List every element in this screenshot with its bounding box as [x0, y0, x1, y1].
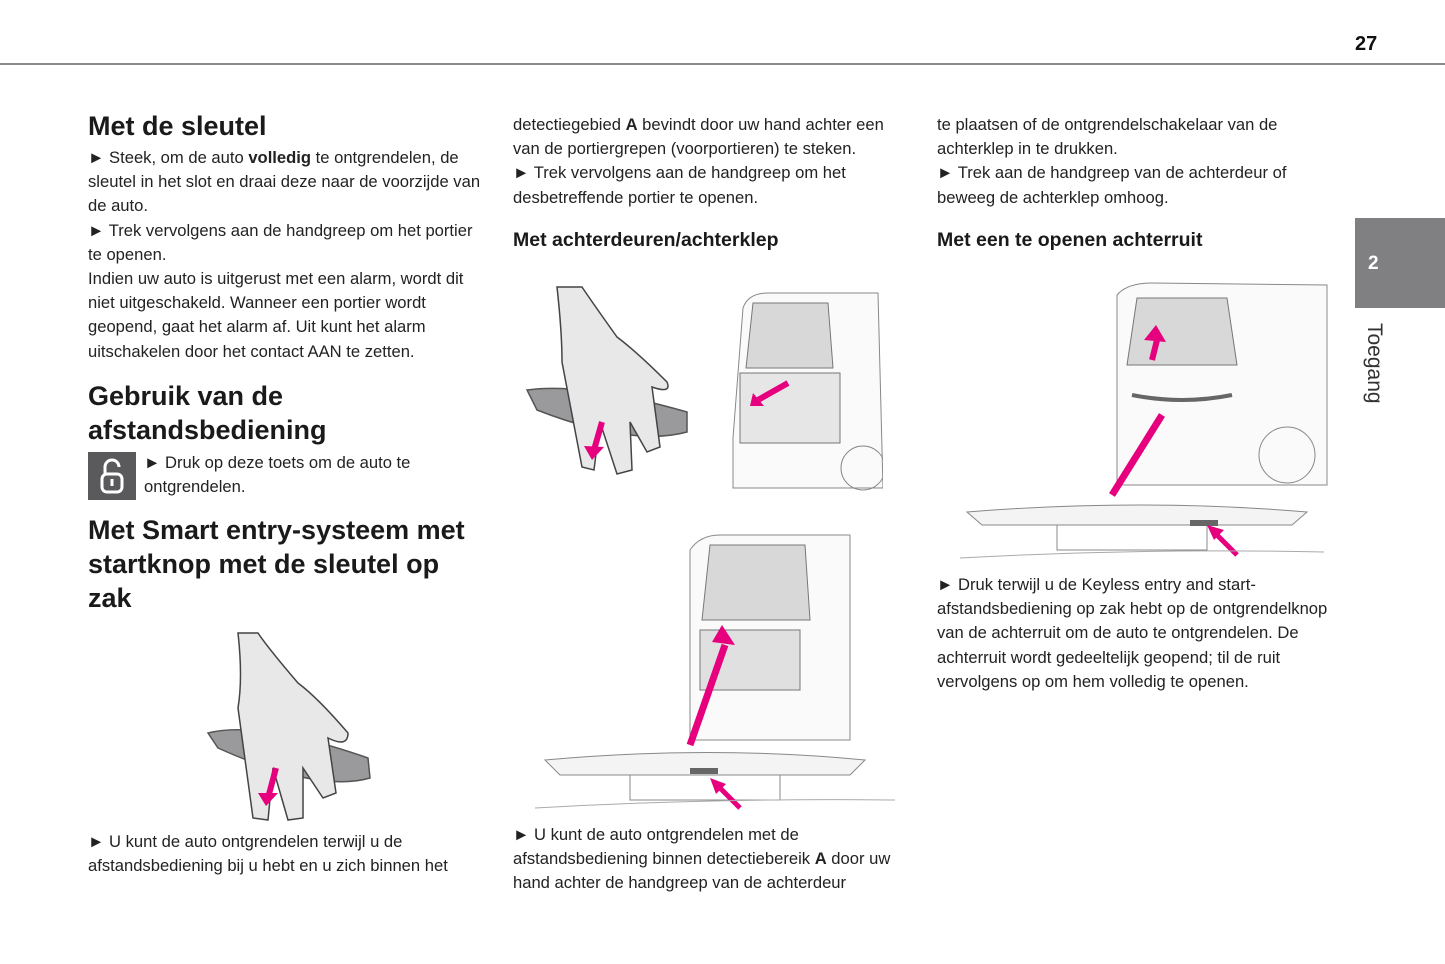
paragraph: ► U kunt de auto ontgrendelen met de afs… — [513, 823, 908, 896]
heading-achterdeuren: Met achterdeuren/achterklep — [513, 228, 779, 251]
page-number: 27 — [1355, 33, 1378, 55]
bold-text: A — [625, 115, 638, 134]
paragraph: ► Trek aan de handgreep van de achterdeu… — [937, 163, 1287, 207]
rear-window-illustration — [959, 282, 1328, 559]
column-1: Met de sleutel ► Steek, om de auto volle… — [88, 109, 483, 364]
text: door uw hand achter de handgreep van de … — [513, 849, 891, 893]
text: ► Steek, om de auto — [88, 148, 249, 167]
chapter-label: Toegang — [1363, 323, 1386, 404]
paragraph: ► Druk op deze toets om de auto te ontgr… — [144, 453, 411, 497]
heading-achterruit: Met een te openen achterruit — [937, 228, 1203, 251]
heading-afstandsbediening: Gebruik van de afstandsbediening — [88, 381, 327, 445]
header-rule — [0, 63, 1445, 65]
column-2: detectiegebied A bevindt door uw hand ac… — [513, 113, 908, 252]
paragraph: detectiegebied A bevindt door uw hand ac… — [513, 113, 908, 161]
van-rear-door-illustration — [732, 292, 883, 491]
paragraph: Indien uw auto is uitgerust met een alar… — [88, 269, 464, 361]
heading-smart-entry: Met Smart entry-systeem met startknop me… — [88, 515, 465, 613]
chapter-number: 2 — [1368, 253, 1379, 274]
paragraph: ► Steek, om de auto volledig te ontgrend… — [88, 146, 483, 219]
text: detectiegebied — [513, 115, 626, 134]
chapter-tab[interactable]: 2 — [1355, 218, 1445, 308]
paragraph: ► U kunt de auto ontgrendelen terwijl u … — [88, 832, 448, 876]
bold-text: A — [814, 849, 827, 869]
paragraph: ► Trek vervolgens aan de handgreep om he… — [513, 163, 846, 207]
heading-met-de-sleutel: Met de sleutel — [88, 111, 267, 141]
section-afstand: Gebruik van de afstandsbediening — [88, 379, 488, 447]
bold-text: volledig — [248, 148, 312, 167]
text: te ontgrendelen, de sleutel in het slot … — [88, 148, 481, 216]
unlock-icon — [88, 452, 136, 500]
hand-door-handle-illustration — [206, 632, 371, 821]
text: bevindt door uw hand achter een van de p… — [513, 115, 884, 159]
paragraph: ► Trek vervolgens aan de handgreep om he… — [88, 220, 473, 264]
hand-handle-illustration — [525, 286, 688, 475]
rear-door-keyless-illustration — [534, 534, 896, 810]
column-3: te plaatsen of de ontgrendelschakelaar v… — [937, 113, 1332, 252]
text: ► U kunt de auto ontgrendelen met de afs… — [513, 825, 815, 869]
paragraph: ► Druk terwijl u de Keyless entry and st… — [937, 575, 1328, 691]
section-smart: Met Smart entry-systeem met startknop me… — [88, 513, 488, 615]
paragraph: te plaatsen of de ontgrendelschakelaar v… — [937, 115, 1278, 159]
